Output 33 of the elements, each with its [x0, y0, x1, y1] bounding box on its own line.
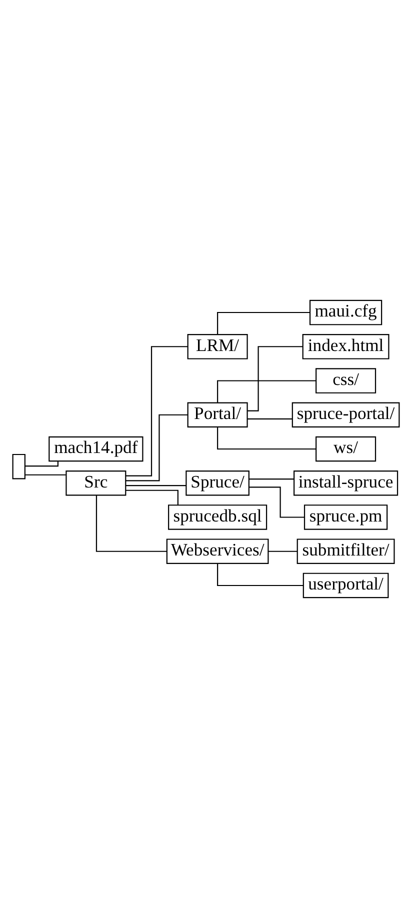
connector	[248, 346, 303, 411]
node-box: userportal/	[302, 572, 389, 598]
connector	[217, 311, 310, 334]
node-box	[12, 453, 26, 479]
connector	[126, 346, 188, 476]
connector	[217, 380, 316, 402]
node-box: index.html	[302, 333, 390, 359]
connector	[249, 478, 294, 480]
node-box: ws/	[316, 436, 376, 462]
node-box: mach14.pdf	[48, 436, 144, 462]
node-box: spruce.pm	[304, 504, 388, 530]
node-box: submitfilter/	[296, 538, 395, 564]
node-box: Webservices/	[166, 538, 269, 564]
node-box: Spruce/	[186, 470, 250, 496]
connector	[25, 474, 66, 475]
node-box: install-spruce	[294, 470, 398, 496]
node-box: Src	[66, 470, 126, 496]
node-box: LRM/	[187, 333, 248, 359]
connector	[126, 414, 188, 481]
node-box: spruce-portal/	[292, 402, 400, 428]
node-box: css/	[316, 368, 376, 393]
connector	[249, 486, 304, 518]
connector	[217, 563, 304, 586]
connector	[96, 494, 167, 552]
connector	[247, 418, 292, 419]
connector	[268, 550, 298, 552]
connector	[217, 426, 316, 450]
node-box: Portal/	[187, 402, 248, 428]
node-box: maui.cfg	[309, 299, 382, 325]
node-box: sprucedb.sql	[168, 504, 268, 530]
connector	[24, 460, 58, 466]
connector	[126, 484, 186, 486]
connector	[126, 489, 178, 505]
